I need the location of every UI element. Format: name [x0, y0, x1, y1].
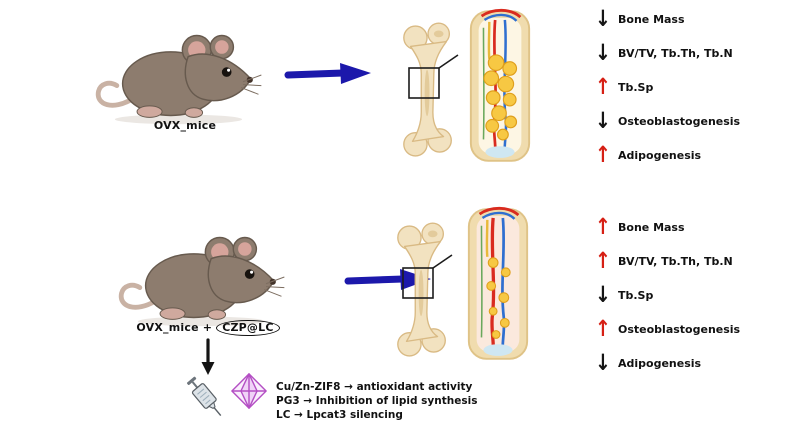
outcome-row: ↓ BV/TV, Tb.Th, Tb.N [594, 40, 740, 66]
flow-arrow [283, 60, 375, 88]
femur-bone [398, 22, 460, 160]
trend-arrow: ↓ [595, 350, 611, 376]
trend-arrow: ↑ [595, 214, 611, 240]
treated-mice-label: OVX_mice + CZP@LC [118, 320, 298, 336]
ovx-mice-label: OVX_mice [153, 119, 217, 132]
treatment-name-badge: CZP@LC [216, 320, 280, 336]
trend-arrow: ↑ [595, 316, 611, 342]
mechanism-line: Cu/Zn-ZIF8 → antioxidant activity [276, 381, 473, 393]
outcome-label: Osteoblastogenesis [618, 322, 741, 336]
treated-mice-label-prefix: OVX_mice + [136, 321, 217, 334]
mechanism-line: PG3 → Inhibition of lipid synthesis [276, 395, 478, 407]
injection-arrow [198, 338, 218, 376]
bone-marrow-section [466, 8, 534, 164]
outcome-row: ↓ Osteoblastogenesis [594, 108, 741, 134]
trend-arrow: ↓ [595, 108, 611, 134]
outcome-row: ↓ Bone Mass [594, 6, 740, 32]
outcome-row: ↑ BV/TV, Tb.Th, Tb.N [594, 248, 740, 274]
outcome-row: ↓ Adipogenesis [594, 350, 740, 376]
outcome-label: Adipogenesis [618, 148, 702, 162]
trend-arrow: ↑ [595, 74, 611, 100]
mof-nanoparticle-icon [230, 372, 268, 410]
trend-arrow: ↓ [595, 282, 611, 308]
outcomes-list-bottom: ↑ Bone Mass ↑ BV/TV, Tb.Th, Tb.N ↓ Tb.Sp… [594, 214, 741, 376]
outcome-label: Osteoblastogenesis [618, 114, 741, 128]
mechanism-line: LC → Lpcat3 silencing [276, 409, 403, 421]
mechanism-list: Cu/Zn-ZIF8 → antioxidant activity PG3 → … [276, 380, 477, 422]
femur-bone [392, 222, 454, 360]
outcome-row: ↑ Osteoblastogenesis [594, 316, 741, 342]
zoom-region-box [406, 52, 462, 100]
outcome-label: Tb.Sp [618, 288, 654, 302]
outcome-row: ↓ Tb.Sp [594, 282, 740, 308]
outcome-label: Tb.Sp [618, 80, 654, 94]
trend-arrow: ↑ [595, 248, 611, 274]
zoom-region-box [400, 252, 456, 300]
outcome-label: Adipogenesis [618, 356, 702, 370]
outcome-label: Bone Mass [618, 12, 685, 26]
trend-arrow: ↓ [595, 6, 611, 32]
outcome-row: ↑ Tb.Sp [594, 74, 740, 100]
trend-arrow: ↓ [595, 40, 611, 66]
outcome-row: ↑ Bone Mass [594, 214, 740, 240]
bone-marrow-section [464, 206, 532, 362]
outcomes-list-top: ↓ Bone Mass ↓ BV/TV, Tb.Th, Tb.N ↑ Tb.Sp… [594, 6, 741, 168]
outcome-label: Bone Mass [618, 220, 685, 234]
outcome-label: BV/TV, Tb.Th, Tb.N [618, 46, 733, 60]
mouse-illustration [92, 22, 264, 128]
outcome-row: ↑ Adipogenesis [594, 142, 740, 168]
outcome-label: BV/TV, Tb.Th, Tb.N [618, 254, 733, 268]
trend-arrow: ↑ [595, 142, 611, 168]
syringe-icon [181, 372, 230, 424]
mouse-illustration [115, 224, 287, 330]
